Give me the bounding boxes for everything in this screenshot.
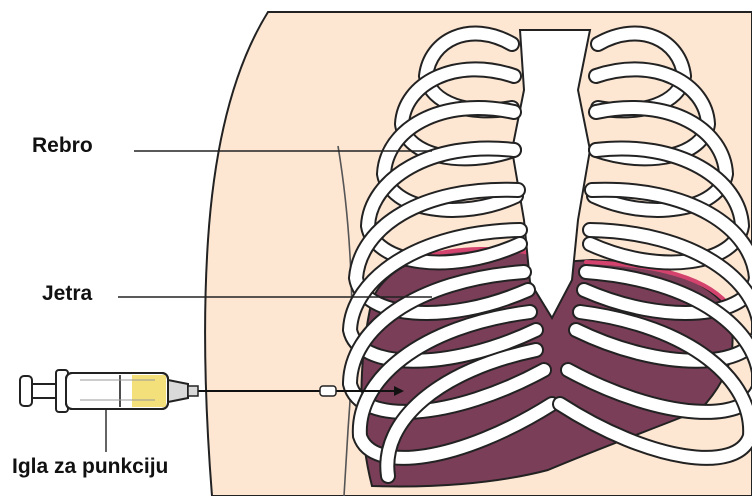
needle-guard xyxy=(320,386,336,396)
liver-label: Jetra xyxy=(42,283,92,304)
rib-label: Rebro xyxy=(32,135,93,156)
needle-label: Igla za punkciju xyxy=(12,456,168,477)
syringe xyxy=(20,370,198,412)
